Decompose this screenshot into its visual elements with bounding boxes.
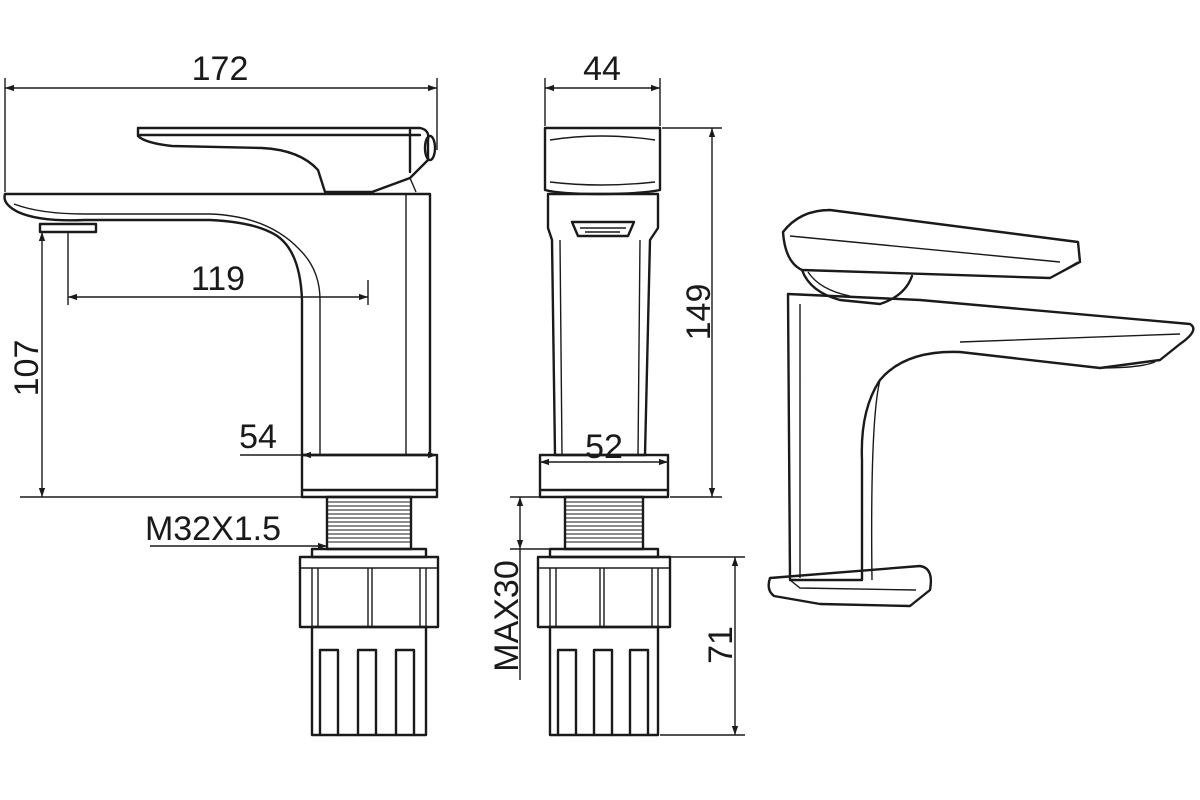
front-thread: [548, 495, 660, 559]
dim-172-label: 172: [192, 50, 249, 88]
perspective-lever: [781, 208, 1082, 280]
dimension-172: 172: [4, 50, 438, 192]
dimension-149: 149: [662, 127, 722, 498]
dimension-44: 44: [544, 50, 661, 126]
dim-149-label: 149: [680, 284, 718, 341]
side-nut: [298, 555, 440, 629]
dim-119-label: 119: [191, 260, 245, 298]
front-body: [546, 192, 660, 457]
dim-71-label: 71: [702, 626, 740, 664]
dim-52-label: 52: [585, 428, 623, 466]
side-base: [300, 453, 439, 499]
dim-54-label: 54: [239, 418, 277, 456]
side-thread: [310, 495, 428, 559]
side-lever: [136, 126, 430, 194]
perspective-view: [767, 208, 1195, 608]
perspective-base: [767, 564, 933, 608]
side-view: [3, 126, 440, 737]
dimension-max30: MAX30: [488, 496, 550, 680]
dimension-thread: M32X1.5: [145, 510, 327, 550]
front-nut: [536, 555, 672, 629]
side-lever-inner: [138, 128, 422, 174]
dim-44-label: 44: [583, 50, 621, 88]
dimension-107: 107: [8, 232, 302, 498]
dimension-52: 52: [540, 428, 668, 466]
dimension-119: 119: [67, 232, 369, 305]
dim-max30-label: MAX30: [488, 560, 526, 672]
dim-107-label: 107: [8, 340, 46, 397]
front-view: [536, 126, 672, 737]
front-shank: [548, 625, 660, 737]
perspective-body: [786, 292, 1195, 582]
front-base: [538, 453, 670, 499]
dimension-71: 71: [660, 556, 745, 736]
side-body: [3, 192, 432, 457]
side-shank: [310, 625, 428, 737]
dim-thread-label: M32X1.5: [145, 510, 281, 548]
side-lever-cap: [423, 134, 437, 162]
side-body-inner: [13, 203, 321, 455]
side-aerator: [38, 222, 98, 234]
dimension-54: 54: [239, 418, 437, 459]
